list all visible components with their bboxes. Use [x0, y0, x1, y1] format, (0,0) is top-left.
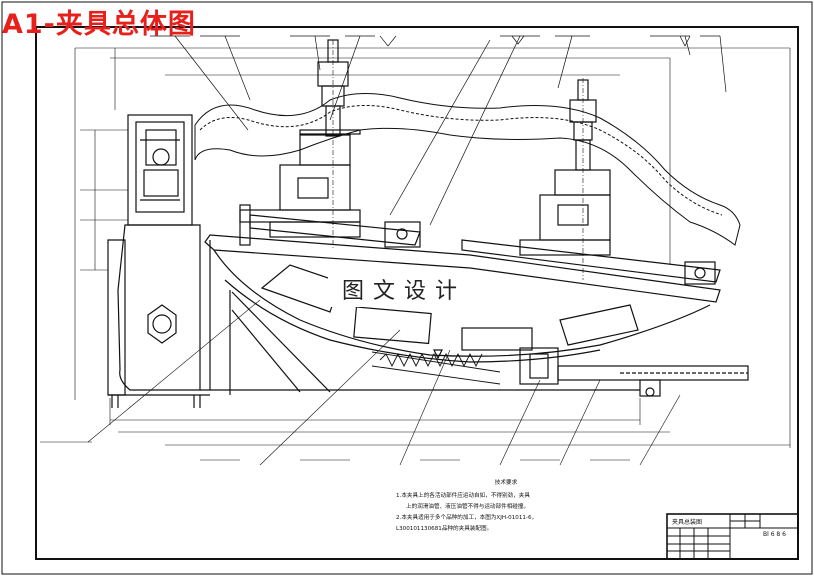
title-block-name: 夹具总装图 [672, 519, 703, 526]
notes-heading: 技术要求 [494, 480, 518, 486]
note-line: 上的润滑油管、液压油管不得与运动部件相碰撞。 [406, 504, 530, 510]
title-block-code: Bl 6 8 6 [763, 531, 786, 538]
watermark-text: 图文设计 [328, 271, 481, 307]
base-plate [204, 234, 721, 395]
note-line: 1.本夹具上的各活动部件应运动自如，不得别劲，夹具 [396, 493, 530, 499]
top-dimensions [74, 47, 791, 400]
note-line: 2.本夹具适用于多个品种的加工，本图为XJH-01011-6， [396, 515, 538, 521]
spring [371, 351, 501, 385]
workpiece-outline [194, 92, 741, 246]
drawing-title: A1-夹具总体图 [2, 9, 196, 40]
leader-lines [40, 299, 681, 466]
top-callouts [150, 35, 727, 226]
title-block [666, 513, 799, 560]
left-dimensions [80, 129, 128, 271]
bottom-dimensions [109, 398, 791, 448]
technical-requirements: 技术要求 1.本夹具上的各活动部件应运动自如，不得别劲，夹具 上的润滑油管、液压… [396, 478, 656, 535]
clamp-assembly-left [239, 39, 421, 250]
note-line: L300101130681品种的夹具装配图。 [396, 526, 493, 532]
left-support [107, 114, 640, 408]
hydraulic-cylinder [519, 347, 749, 397]
inner-frame [35, 26, 799, 560]
clamp-assembly-right [461, 78, 721, 285]
